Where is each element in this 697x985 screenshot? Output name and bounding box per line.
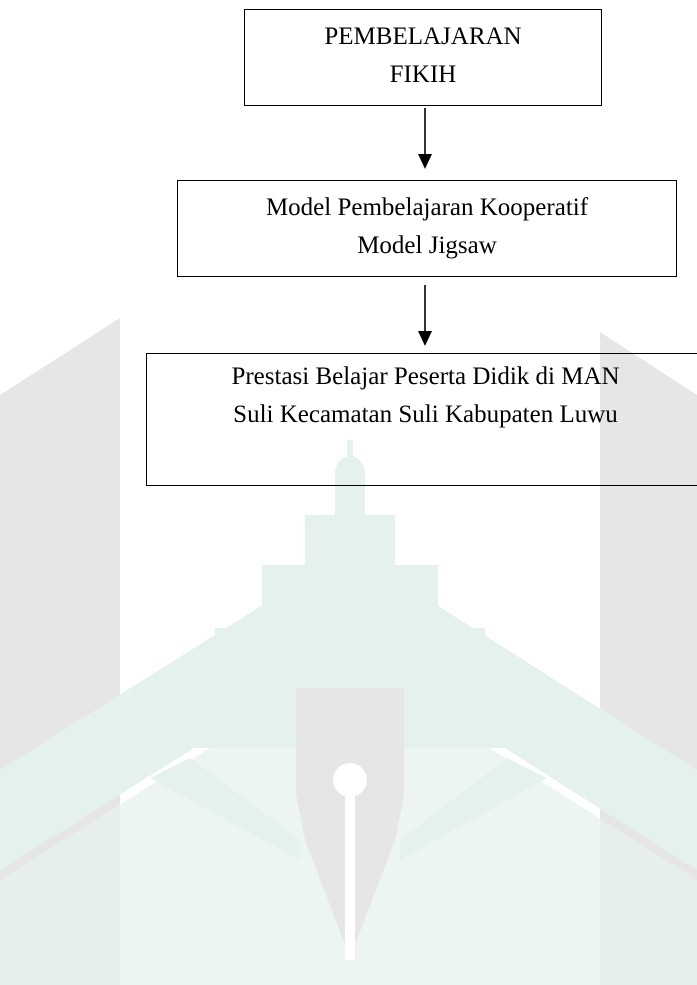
node-pembelajaran-fikih: PEMBELAJARAN FIKIH [244,9,602,106]
watermark-nib-slit [345,785,355,960]
node-1-line-2: FIKIH [389,61,457,88]
node-3-line-1: Prestasi Belajar Peserta Didik di MAN [231,363,620,390]
pen-nib-mosque-logo-icon [0,318,697,985]
node-3-line-2: Suli Kecamatan Suli Kabupaten Luwu [233,401,618,428]
node-1-line-1: PEMBELAJARAN [324,23,522,50]
watermark-left-stroke [150,758,300,860]
arrow-2 [418,285,432,346]
node-2-line-2: Model Jigsaw [357,232,497,259]
node-prestasi-belajar: Prestasi Belajar Peserta Didik di MAN Su… [146,353,697,486]
arrow-1-head [418,154,432,169]
watermark-finial [347,440,353,460]
watermark-right-stroke [400,758,547,860]
arrow-1 [418,108,432,169]
node-model-jigsaw: Model Pembelajaran Kooperatif Model Jigs… [177,180,677,277]
watermark-dome [336,456,364,484]
arrow-2-head [418,331,432,346]
node-2-line-1: Model Pembelajaran Kooperatif [265,194,589,221]
watermark-mosque [130,462,570,748]
watermark-nib-hole [333,763,367,797]
